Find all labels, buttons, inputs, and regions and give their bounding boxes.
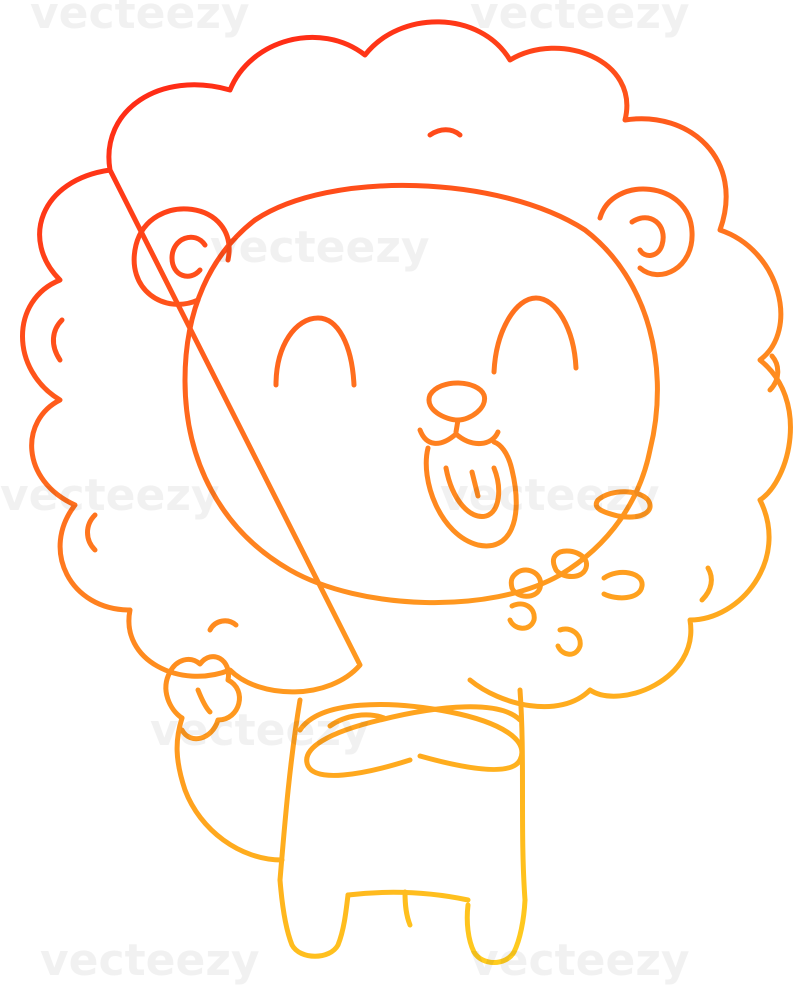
- tail-tuft-detail: [195, 687, 213, 715]
- mane-curl-4: [699, 565, 714, 603]
- mane-curl-5: [767, 353, 781, 393]
- leg-gap: [402, 889, 413, 928]
- tongue: [443, 465, 502, 519]
- drop-2: [550, 548, 590, 579]
- right-ear-inner: [629, 215, 666, 258]
- body-right-side: [517, 687, 528, 903]
- right-eye: [491, 295, 579, 375]
- mane-curl-1: [51, 317, 65, 363]
- left-ear: [131, 206, 232, 307]
- belly-line: [345, 889, 471, 903]
- right-leg: [464, 897, 528, 965]
- left-ear-inner: [169, 234, 208, 279]
- head-outline: [182, 182, 660, 606]
- drop-4: [601, 569, 645, 601]
- right-ear: [597, 186, 695, 278]
- drop-5: [507, 601, 537, 631]
- arm-fold: [327, 712, 387, 729]
- arm-lower: [304, 704, 523, 778]
- left-eye: [273, 315, 357, 388]
- mouth-top: [417, 427, 501, 446]
- nose-line: [453, 417, 461, 435]
- mouth-open: [423, 439, 519, 549]
- mane-curl-2: [85, 512, 98, 553]
- drop-3: [508, 567, 544, 599]
- tail-tuft: [163, 654, 242, 742]
- arm-upper: [297, 702, 525, 772]
- nose: [426, 380, 488, 423]
- tongue-line: [469, 469, 481, 499]
- drop-1: [593, 489, 653, 520]
- body-left-side: [277, 697, 303, 883]
- drop-6: [555, 626, 583, 657]
- mane-curl-3: [207, 618, 239, 633]
- tail: [174, 715, 285, 863]
- mane-curl-6: [427, 127, 463, 138]
- left-leg: [277, 877, 351, 959]
